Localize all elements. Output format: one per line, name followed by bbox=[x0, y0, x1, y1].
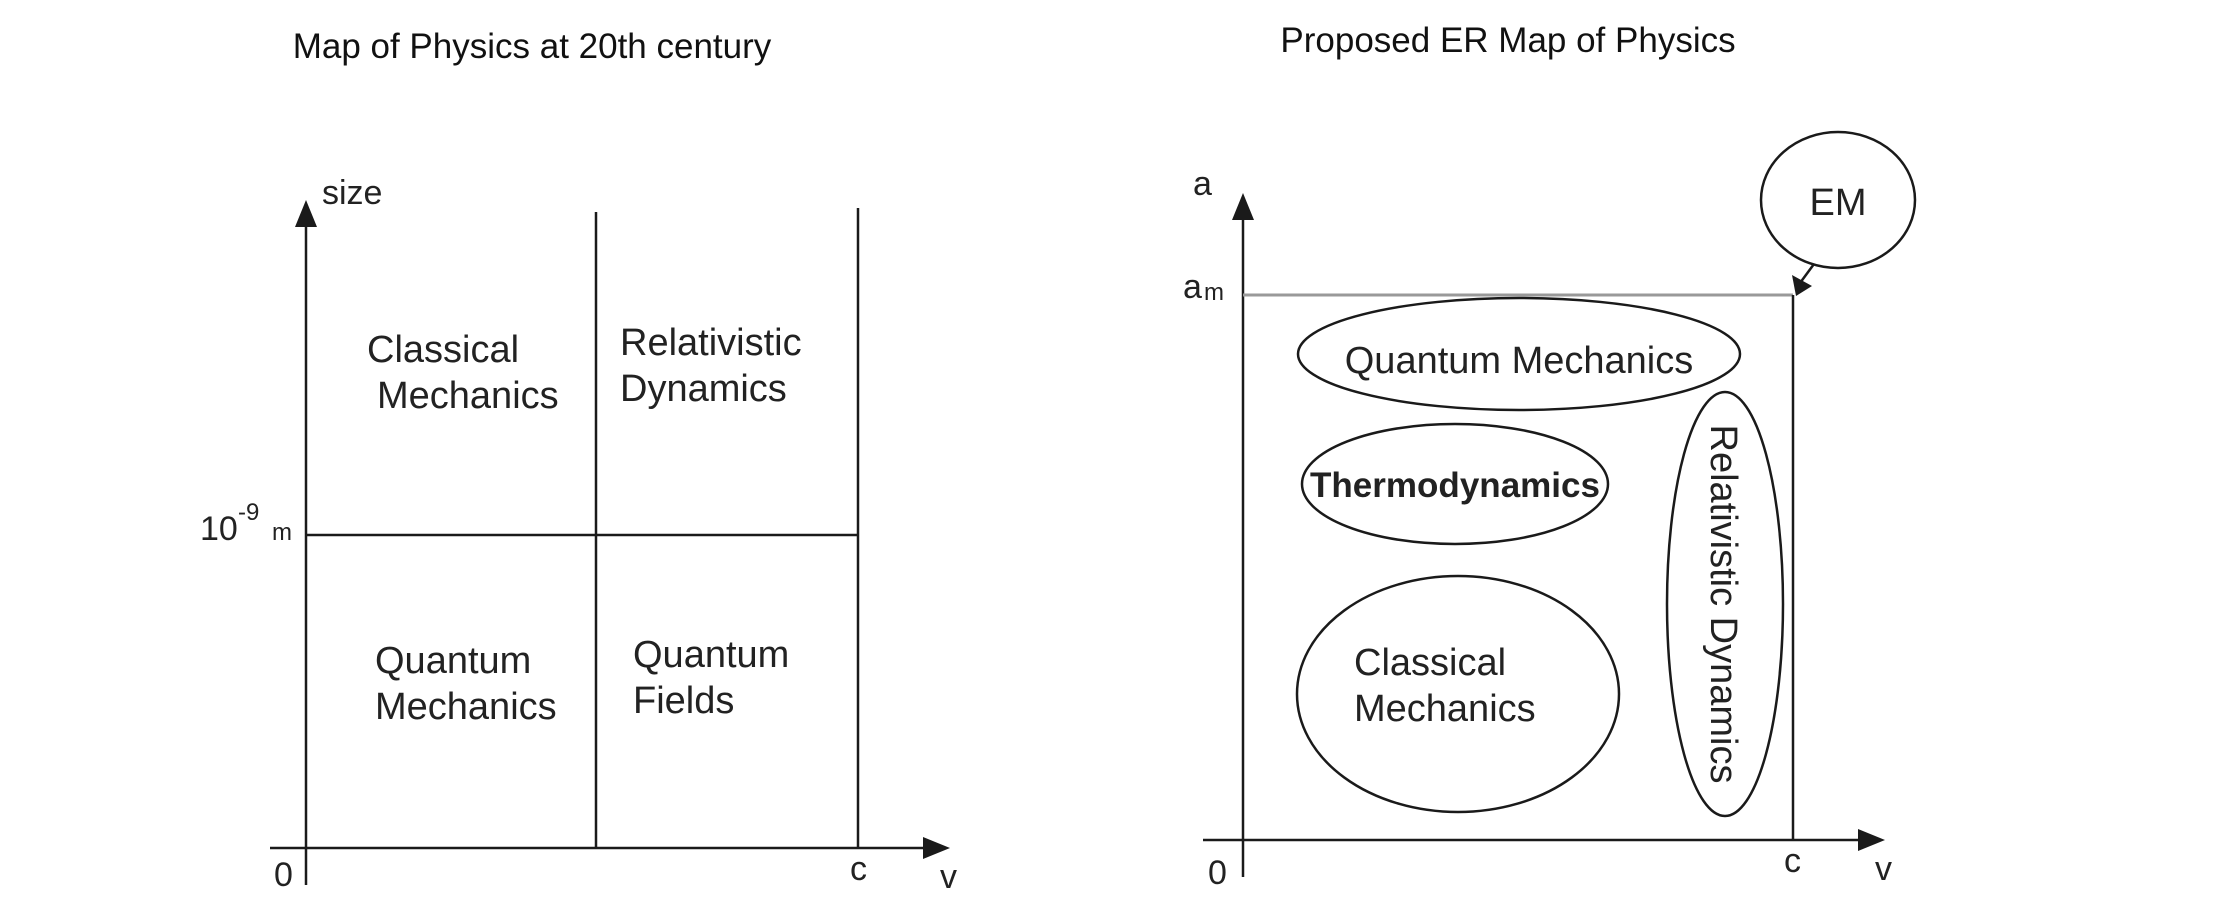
left-cell-classical-mechanics: Classical Mechanics bbox=[367, 329, 559, 417]
left-size-tick-base: 10 bbox=[200, 510, 238, 548]
em-pointer-arrowhead bbox=[1792, 275, 1812, 296]
left-cell-quantum-line2: Mechanics bbox=[375, 686, 557, 728]
right-am-label-base: a bbox=[1183, 268, 1202, 306]
region-classical-mechanics: Classical Mechanics bbox=[1295, 574, 1621, 814]
region-thermodynamics: Thermodynamics bbox=[1300, 422, 1610, 546]
left-diagram-title: Map of Physics at 20th century bbox=[293, 27, 772, 66]
left-cell-quantum-mechanics: Quantum Mechanics bbox=[375, 640, 557, 728]
left-cell-relativistic-dynamics: Relativistic Dynamics bbox=[620, 322, 802, 410]
em-circle bbox=[1759, 130, 1917, 270]
left-c-label: c bbox=[850, 850, 867, 888]
right-origin-label: 0 bbox=[1208, 854, 1227, 892]
left-cell-quantum-fields: Quantum Fields bbox=[633, 634, 789, 722]
em-label: EM bbox=[1810, 182, 1867, 224]
classical-mechanics-ellipse bbox=[1295, 574, 1621, 814]
left-cell-fields-line1: Quantum bbox=[633, 634, 789, 676]
quantum-mechanics-ellipse bbox=[1296, 296, 1742, 412]
relativistic-dynamics-ellipse bbox=[1665, 390, 1785, 818]
left-x-axis-arrowhead bbox=[923, 837, 950, 859]
left-cell-relativistic-line2: Dynamics bbox=[620, 368, 787, 410]
classical-mechanics-line1: Classical bbox=[1354, 642, 1506, 684]
left-cell-classical-line1: Classical bbox=[367, 329, 519, 371]
right-y-axis-arrowhead bbox=[1232, 193, 1254, 220]
region-quantum-mechanics: Quantum Mechanics bbox=[1296, 296, 1742, 412]
em-pointer-line bbox=[1798, 263, 1816, 284]
right-diagram-title: Proposed ER Map of Physics bbox=[1280, 21, 1735, 60]
left-cell-quantum-line1: Quantum bbox=[375, 640, 531, 682]
left-y-axis-arrowhead bbox=[295, 200, 317, 227]
left-cell-relativistic-line1: Relativistic bbox=[620, 322, 802, 364]
left-size-tick-unit: m bbox=[272, 519, 292, 546]
left-y-axis-label: size bbox=[322, 174, 382, 212]
left-origin-label: 0 bbox=[274, 856, 293, 894]
right-x-axis-label: v bbox=[1875, 850, 1892, 888]
left-diagram: Map of Physics at 20th century size v 0 … bbox=[200, 27, 957, 896]
left-size-tick-exponent: -9 bbox=[238, 499, 259, 526]
right-diagram: Proposed ER Map of Physics a v 0 c a m E… bbox=[1183, 21, 1917, 892]
left-cell-classical-line2: Mechanics bbox=[377, 375, 559, 417]
quantum-mechanics-label: Quantum Mechanics bbox=[1345, 340, 1694, 382]
thermodynamics-ellipse bbox=[1300, 422, 1610, 546]
left-x-axis-label: v bbox=[940, 858, 957, 896]
em-node: EM bbox=[1759, 130, 1917, 296]
classical-mechanics-line2: Mechanics bbox=[1354, 688, 1536, 730]
left-cell-fields-line2: Fields bbox=[633, 680, 734, 722]
relativistic-dynamics-label: Relativistic Dynamics bbox=[1702, 425, 1744, 784]
right-x-axis-arrowhead bbox=[1858, 829, 1885, 851]
right-y-axis-label: a bbox=[1193, 165, 1212, 203]
region-relativistic-dynamics: Relativistic Dynamics bbox=[1665, 390, 1785, 818]
right-c-label: c bbox=[1784, 842, 1801, 880]
right-am-label-sub: m bbox=[1204, 279, 1224, 306]
thermodynamics-label: Thermodynamics bbox=[1310, 466, 1600, 505]
